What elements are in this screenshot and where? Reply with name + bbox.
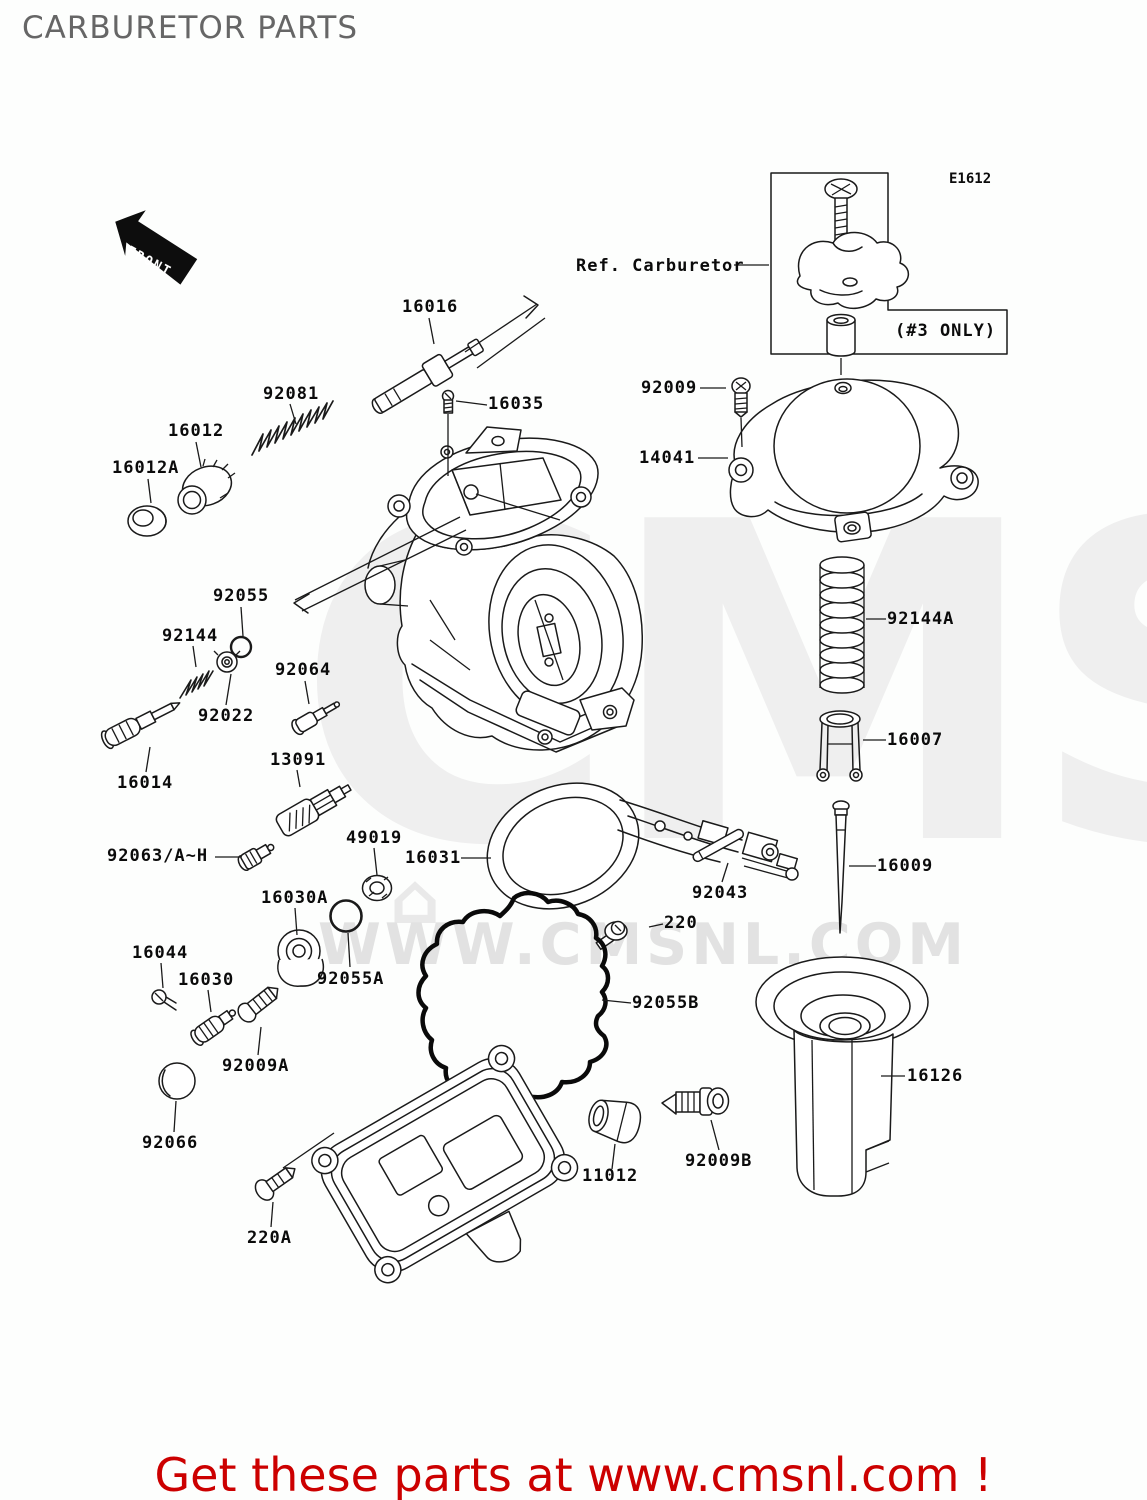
watermark-house-icon: ⌂ — [390, 858, 441, 940]
ref-carburetor-label: Ref. Carburetor — [576, 256, 745, 276]
part-16016-drawing — [371, 295, 546, 414]
part-label-92009a: 92009A — [222, 1056, 290, 1076]
part-label-92043: 92043 — [692, 883, 749, 903]
part-label-92009b: 92009B — [685, 1151, 753, 1171]
part-label-92144: 92144 — [162, 626, 219, 646]
part-label-16031: 16031 — [405, 848, 462, 868]
part-16007-drawing — [816, 710, 863, 782]
part-16012a-drawing — [127, 505, 167, 537]
part-label-92081: 92081 — [263, 384, 320, 404]
sheet-code-label: E1612 — [949, 171, 992, 187]
part-16012-drawing — [177, 458, 236, 515]
part-16126-drawing — [755, 956, 929, 1197]
part-label-14041: 14041 — [639, 448, 696, 468]
part-label-92055: 92055 — [213, 586, 270, 606]
part-14041-drawing — [728, 378, 979, 543]
part-label-16030: 16030 — [178, 970, 235, 990]
part-92022-drawing — [213, 650, 241, 673]
part-13091-drawing — [275, 784, 352, 837]
part-92055-drawing — [229, 635, 253, 659]
variant-note-label: (#3 ONLY) — [895, 321, 997, 341]
part-label-92009: 92009 — [641, 378, 698, 398]
part-92144-drawing — [179, 670, 214, 699]
part-label-16014: 16014 — [117, 773, 174, 793]
part-92009a-drawing — [237, 986, 279, 1023]
part-label-16035: 16035 — [488, 394, 545, 414]
part-label-92055b: 92055B — [632, 993, 700, 1013]
part-16035-drawing — [441, 389, 455, 414]
part-label-16016: 16016 — [402, 297, 459, 317]
part-92055b-drawing — [416, 890, 611, 1108]
part-label-92064: 92064 — [275, 660, 332, 680]
part-16031-drawing — [486, 782, 799, 910]
page-title: CARBURETOR PARTS — [22, 10, 359, 46]
part-label-16126: 16126 — [907, 1066, 964, 1086]
part-label-16007: 16007 — [887, 730, 944, 750]
part-16014-drawing — [100, 702, 181, 750]
float-bowl-drawing — [311, 1044, 579, 1284]
part-label-92063: 92063/A~H — [107, 846, 209, 866]
part-label-11012: 11012 — [582, 1166, 639, 1186]
part-92063-drawing — [237, 843, 275, 872]
part-label-49019: 49019 — [346, 828, 403, 848]
part-label-16012a: 16012A — [112, 458, 180, 478]
part-92043-drawing — [692, 828, 745, 863]
part-label-92022: 92022 — [198, 706, 255, 726]
part-label-16044: 16044 — [132, 943, 189, 963]
direction-arrow-92055 — [293, 516, 467, 614]
part-label-16009: 16009 — [877, 856, 934, 876]
ref-carburetor-box — [770, 172, 1008, 375]
leader-lines — [145, 264, 905, 1228]
part-label-92144a: 92144A — [887, 609, 955, 629]
part-92009b-drawing — [661, 1087, 730, 1116]
part-92081-drawing — [251, 400, 334, 456]
part-11012-drawing — [588, 1099, 642, 1144]
part-92066-drawing — [158, 1062, 196, 1100]
part-16030a-drawing — [277, 929, 324, 987]
part-92144a-drawing — [819, 556, 865, 694]
part-16030-drawing — [190, 1009, 237, 1046]
part-label-220a: 220A — [247, 1228, 292, 1248]
part-label-16030a: 16030A — [261, 888, 329, 908]
part-label-13091: 13091 — [270, 750, 327, 770]
part-label-92055a: 92055A — [317, 969, 385, 989]
part-label-220: 220 — [664, 913, 698, 933]
part-92055a-drawing — [329, 899, 363, 933]
part-label-16012: 16012 — [168, 421, 225, 441]
footer-shop-link[interactable]: Get these parts at www.cmsnl.com ! — [154, 1448, 993, 1500]
part-92009-drawing — [731, 377, 751, 418]
part-220a-drawing — [254, 1167, 296, 1201]
part-49019-drawing — [361, 874, 393, 902]
front-direction-arrow: FRONT — [115, 210, 198, 285]
carburetor-body-drawing — [364, 426, 643, 753]
part-92064-drawing — [291, 701, 341, 736]
part-label-92066: 92066 — [142, 1133, 199, 1153]
part-16044-drawing — [151, 989, 177, 1011]
part-16009-drawing — [832, 800, 850, 934]
